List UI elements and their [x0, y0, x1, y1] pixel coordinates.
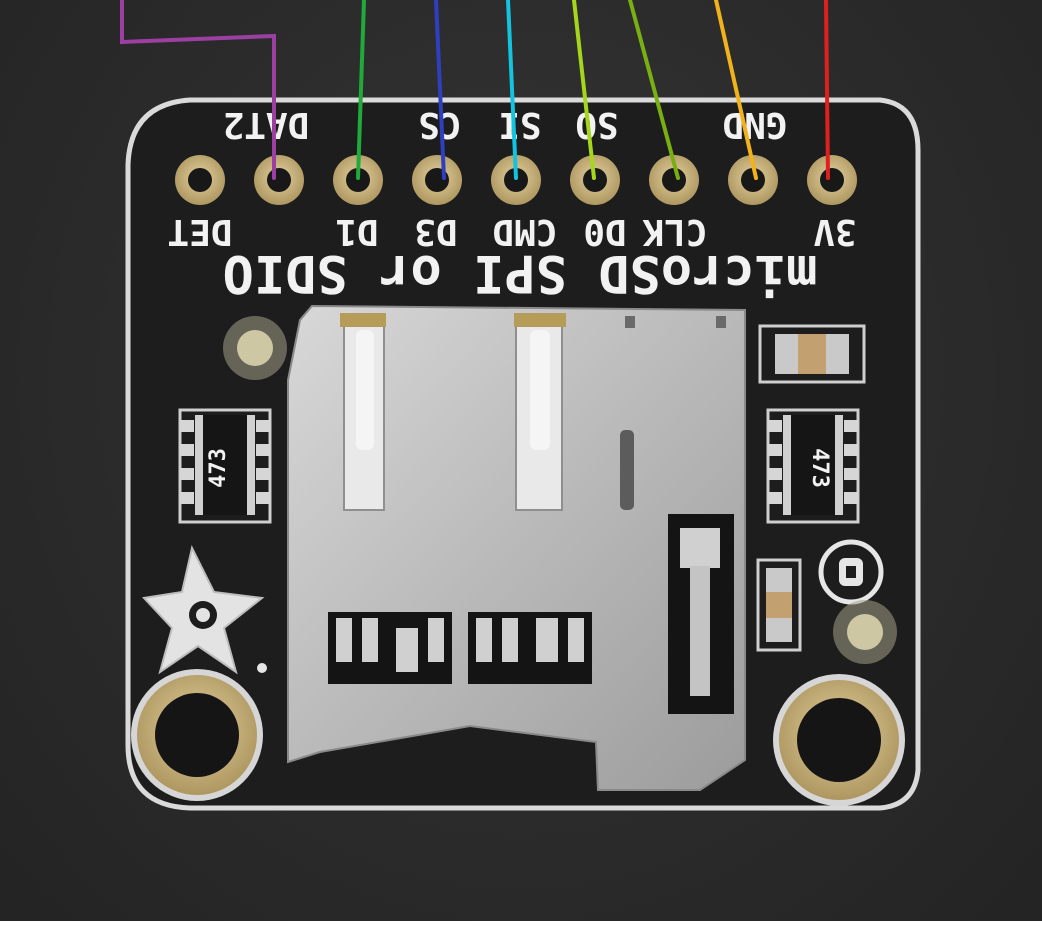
fiducial-dot	[257, 663, 267, 673]
left-test-pad	[223, 316, 287, 380]
smd-resistor	[756, 558, 802, 652]
wire-gnd	[714, 0, 758, 180]
board-title: microSD SPI or SDIO	[223, 243, 818, 303]
wire-clk	[628, 0, 680, 180]
mounting-hole-left	[131, 669, 263, 801]
pin-label-det: DET	[167, 211, 232, 252]
pin-label-gnd: GND	[722, 104, 787, 145]
microsd-socket	[287, 304, 746, 791]
pin-label-clk: CLK	[642, 211, 707, 252]
wire-d1	[356, 0, 366, 180]
top-pin-labels: DAT2 CS SI SO GND	[223, 104, 788, 145]
pin-pad-gnd	[728, 155, 778, 205]
adafruit-logo	[141, 545, 265, 675]
left-resistor-code: 473	[206, 448, 231, 488]
pin-label-dat2: DAT2	[223, 104, 310, 145]
pin-label-cmd: CMD	[492, 211, 557, 252]
pin-pad-d0	[570, 155, 620, 205]
pin-label-d1: D1	[335, 211, 378, 252]
pin-label-3v: 3V	[813, 211, 856, 252]
bottom-pin-labels: DET D1 D3 CMD D0 CLK 3V	[167, 211, 856, 252]
status-led	[818, 539, 884, 605]
wire-3v	[824, 0, 830, 180]
pin-pad-clk	[649, 155, 699, 205]
pin-label-d0: D0	[583, 211, 626, 252]
smd-capacitor	[758, 324, 866, 384]
pin-pad-det	[175, 155, 225, 205]
pin-label-so: SO	[575, 104, 618, 145]
left-resistor-network: 473	[178, 408, 272, 524]
wire-si	[506, 0, 518, 180]
right-resistor-network: 473	[766, 408, 860, 524]
mounting-hole-right	[773, 674, 905, 806]
pin-pad-dat2	[254, 155, 304, 205]
bottom-border	[0, 921, 1042, 941]
pin-pad-3v	[807, 155, 857, 205]
wire-dat2	[120, 0, 276, 180]
pin-label-si: SI	[498, 104, 541, 145]
wire-cs	[434, 0, 446, 180]
pin-pad-d3	[412, 155, 462, 205]
pin-label-d3: D3	[414, 211, 457, 252]
right-resistor-code: 473	[807, 448, 832, 488]
wires	[120, 0, 830, 180]
wire-so	[572, 0, 596, 180]
right-test-pad	[833, 600, 897, 664]
